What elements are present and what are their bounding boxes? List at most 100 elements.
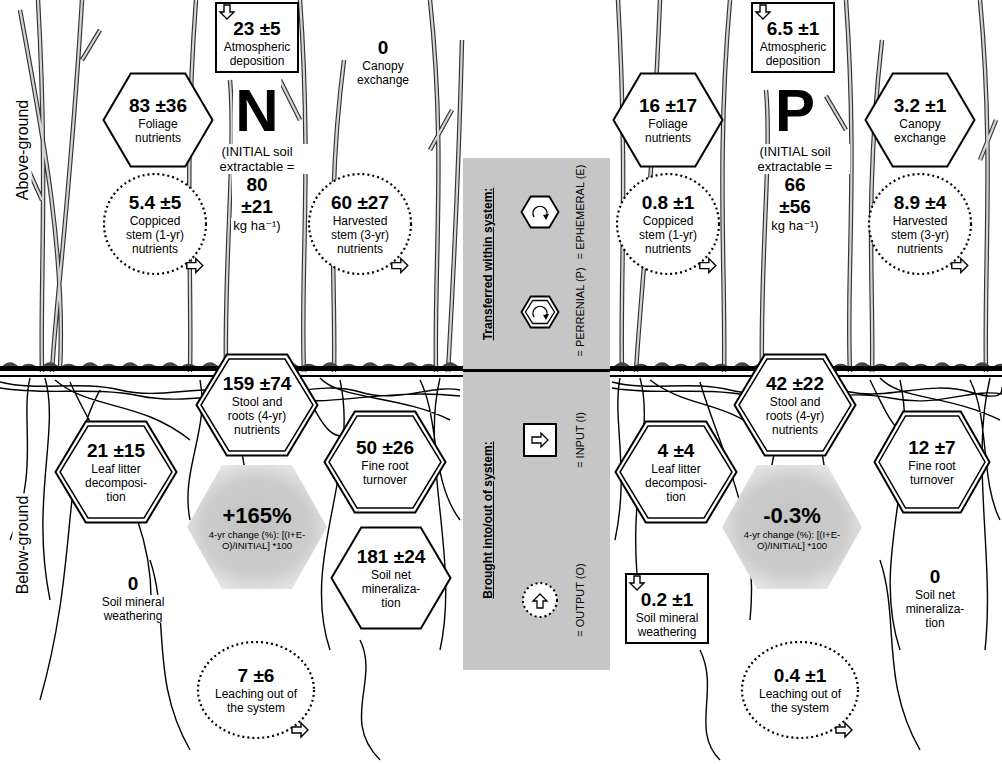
oval-outline [309, 174, 411, 274]
box-outline [626, 574, 708, 643]
flux-value: 4 ±4 [658, 440, 695, 462]
hexagon-inner-outline [739, 359, 851, 451]
element-symbol: N [233, 78, 280, 144]
node-text-block: 3.2 ±1Canopy exchange [883, 95, 957, 145]
flux-value: 16 ±17 [639, 95, 697, 117]
label-group: Above-ground [13, 98, 32, 203]
flux-value: +165% [222, 503, 291, 529]
icon-hexagon [522, 297, 559, 328]
label-group: 0Soil mineral weathering [91, 573, 175, 623]
legend-icon [520, 292, 560, 332]
node-text-block: 50 ±26Fine root turnover [347, 437, 423, 487]
note-text: (INITIAL soil extractable = [202, 144, 312, 174]
flux-value: 0.8 ±1 [642, 192, 695, 214]
node-text-block: 6.5 ±1Atmospheric deposition [756, 18, 830, 68]
perennial-hexagon: 12 ±7Fine root turnover [873, 410, 991, 514]
node-content: 5.4 ±5Coppiced stem (1-yr) nutrients [118, 186, 192, 262]
node-content: 7 ±6Leaching out of the system [214, 653, 298, 727]
flux-value: 42 ±22 [766, 373, 824, 395]
legend-divider [463, 369, 610, 372]
flux-value: 83 ±36 [129, 95, 187, 117]
output-arrow [292, 723, 308, 737]
input-box: 6.5 ±1Atmospheric deposition [751, 2, 835, 73]
hexagon-outline [616, 422, 737, 523]
node-text-block: 83 ±36Foliage nutrients [121, 95, 195, 145]
flux-label: Canopy exchange [347, 59, 419, 87]
node-text-block: 23 ±5Atmospheric deposition [220, 18, 294, 68]
input-arrow [220, 5, 234, 19]
legend-icon [520, 580, 560, 620]
hexagon-outline [332, 528, 451, 629]
flux-value: 6.5 ±1 [767, 18, 820, 40]
value-label: 80 ±21 [232, 174, 282, 218]
hexagon-outline [325, 412, 446, 513]
flux-value: 5.4 ±5 [129, 192, 182, 214]
box-outline [216, 3, 298, 72]
change-hexagon: -0.3%4-yr change (%): [(I+E-O)/INITIAL] … [722, 465, 862, 589]
output-oval: 8.9 ±4Harvested stem (3-yr) nutrients [867, 172, 973, 276]
perennial-hexagon: 50 ±26Fine root turnover [323, 410, 447, 514]
change-hexagon-fill [722, 465, 862, 589]
hexagon-outline [197, 355, 318, 456]
legend-text: = OUTPUT (O) [574, 563, 587, 636]
label-group: 0Soil net mineraliza- tion [896, 566, 974, 630]
node-text-block: 60 ±27Harvested stem (3-yr) nutrients [323, 192, 397, 256]
flux-label: Leaf litter decomposi- tion [638, 462, 714, 504]
legend-heading: Transferred within system: [481, 186, 495, 343]
output-oval: 0.8 ±1Coppiced stem (1-yr) nutrients [615, 172, 721, 276]
flux-label: 4-yr change (%): [(I+E-O)/INITIAL] *100 [207, 529, 307, 551]
input-box: 0.2 ±1Soil mineral weathering [625, 573, 709, 644]
flux-value: 23 ±5 [233, 18, 280, 40]
flux-label: Canopy exchange [883, 117, 957, 145]
hexagon-inner-outline [620, 426, 732, 518]
output-oval: 7 ±6Leaching out of the system [196, 640, 316, 740]
flux-label: Fine root turnover [347, 459, 423, 487]
label-group: Brought into/out of system: [481, 439, 495, 600]
icon-arrow [532, 433, 548, 447]
oval-outline [198, 642, 314, 738]
output-oval: 0.4 ±1Leaching out of the system [740, 640, 860, 740]
output-arrow [952, 259, 968, 273]
node-content: 3.2 ±1Canopy exchange [883, 84, 957, 156]
change-hexagon: +165%4-yr change (%): [(I+E-O)/INITIAL] … [187, 465, 327, 589]
flux-label: Foliage nutrients [121, 117, 195, 145]
oval-outline [869, 174, 971, 274]
label-group: Transferred within system: [481, 186, 495, 343]
note-text: (INITIAL soil extractable = [740, 144, 850, 174]
output-arrow [836, 723, 852, 737]
legend-heading: Brought into/out of system: [481, 439, 495, 600]
node-text-block: 5.4 ±5Coppiced stem (1-yr) nutrients [118, 192, 192, 256]
value-label: 0 [376, 37, 391, 59]
flux-value: -0.3% [763, 503, 820, 529]
icon-hexagon [522, 197, 559, 228]
value-label: 0 [928, 566, 943, 588]
flux-label: Soil net mineraliza- tion [896, 588, 974, 630]
flux-label: Fine root turnover [895, 459, 969, 487]
icon-arrowhead [543, 314, 549, 320]
icon-square [524, 424, 556, 456]
output-arrow [392, 259, 408, 273]
input-box: 23 ±5Atmospheric deposition [215, 2, 299, 73]
legend-text: = INPUT (I) [574, 412, 587, 468]
flux-value: 50 ±26 [356, 437, 414, 459]
hexagon-outline [614, 74, 723, 167]
box-outline [752, 3, 834, 72]
element-symbol: P [773, 78, 817, 144]
flux-value: 21 ±15 [87, 440, 145, 462]
change-hexagon-fill [187, 465, 327, 589]
node-content: 21 ±15Leaf litter decomposi- tion [78, 434, 154, 510]
label-group: Below-ground [13, 494, 32, 597]
perennial-hexagon: 159 ±74Stool and roots (4-yr) nutrients [195, 353, 319, 457]
hexagon-outline [104, 74, 213, 167]
hexagon-outline [875, 412, 990, 513]
node-text-block: -0.3%4-yr change (%): [(I+E-O)/INITIAL] … [742, 503, 842, 551]
flux-label: Coppiced stem (1-yr) nutrients [631, 214, 705, 256]
flux-value: 0.2 ±1 [641, 589, 694, 611]
flux-label: Soil mineral weathering [91, 595, 175, 623]
flux-value: 7 ±6 [238, 665, 275, 687]
node-content: 0.2 ±1Soil mineral weathering [630, 588, 704, 640]
ephemeral-hexagon: 16 ±17Foliage nutrients [612, 72, 724, 168]
flux-label: Leaching out of the system [758, 687, 842, 715]
legend-icon [520, 192, 560, 232]
node-content: 6.5 ±1Atmospheric deposition [756, 17, 830, 69]
